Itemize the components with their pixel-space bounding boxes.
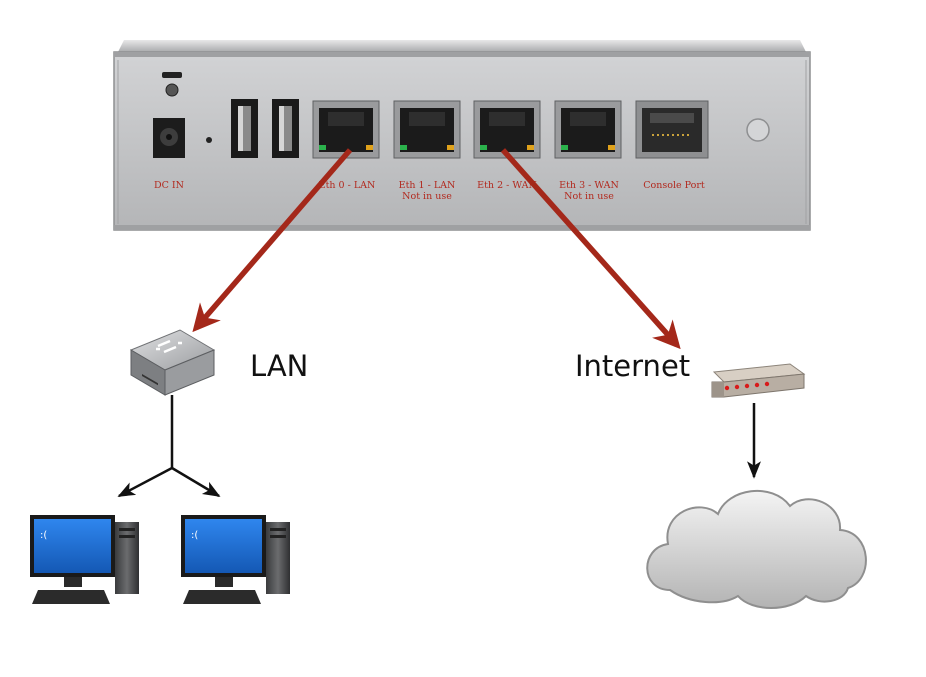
cloud-icon bbox=[646, 489, 867, 609]
port-label-eth1-note: Not in use bbox=[402, 191, 452, 202]
port-label-eth1: Eth 1 - LAN bbox=[399, 180, 456, 191]
port-labels: DC IN Eth 0 - LAN Eth 1 - LAN Not in use… bbox=[154, 180, 705, 202]
ethernet-port-eth0-icon bbox=[312, 100, 380, 159]
svg-text::(: :( bbox=[191, 530, 198, 541]
lan-label: LAN bbox=[250, 349, 308, 383]
usb-port-icon bbox=[231, 99, 258, 158]
desktop-computer-icon: :( bbox=[30, 515, 139, 604]
dc-in-jack-icon bbox=[153, 118, 185, 158]
wan-link-arrow bbox=[500, 148, 681, 350]
port-label-eth3-note: Not in use bbox=[564, 191, 614, 202]
network-switch-icon bbox=[129, 329, 216, 396]
port-label-dc-in: DC IN bbox=[154, 180, 184, 191]
desktop-computer-icon: :( bbox=[181, 515, 290, 604]
power-switch-icon bbox=[162, 72, 182, 97]
console-port-icon bbox=[635, 100, 709, 159]
usb-port-icon bbox=[272, 99, 299, 158]
ethernet-port-eth3-icon bbox=[554, 100, 622, 159]
ethernet-port-eth1-icon bbox=[393, 100, 461, 159]
internet-label: Internet bbox=[575, 349, 690, 383]
led-dot-icon bbox=[206, 137, 212, 143]
port-label-eth0: Eth 0 - LAN bbox=[319, 180, 376, 191]
lan-link-arrow bbox=[192, 148, 353, 333]
lan-distribution-tree bbox=[117, 395, 221, 498]
port-label-eth2: Eth 2 - WAN bbox=[477, 180, 537, 191]
port-label-console: Console Port bbox=[643, 180, 705, 191]
ethernet-port-eth2-icon bbox=[473, 100, 541, 159]
screw-icon bbox=[746, 118, 770, 142]
svg-text::(: :( bbox=[40, 530, 47, 541]
modem-icon bbox=[711, 363, 806, 398]
port-label-eth3: Eth 3 - WAN bbox=[559, 180, 619, 191]
